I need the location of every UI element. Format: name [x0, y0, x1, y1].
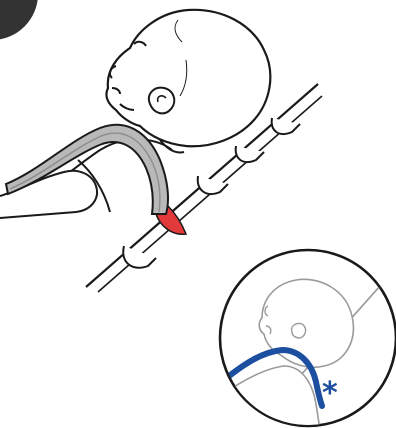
baby-head	[106, 10, 270, 146]
main-scene	[0, 10, 322, 292]
inset-callout	[220, 250, 396, 428]
asterisk-icon: *	[322, 379, 338, 409]
step-badge-icon	[0, 0, 38, 40]
arm-outline	[0, 171, 97, 218]
